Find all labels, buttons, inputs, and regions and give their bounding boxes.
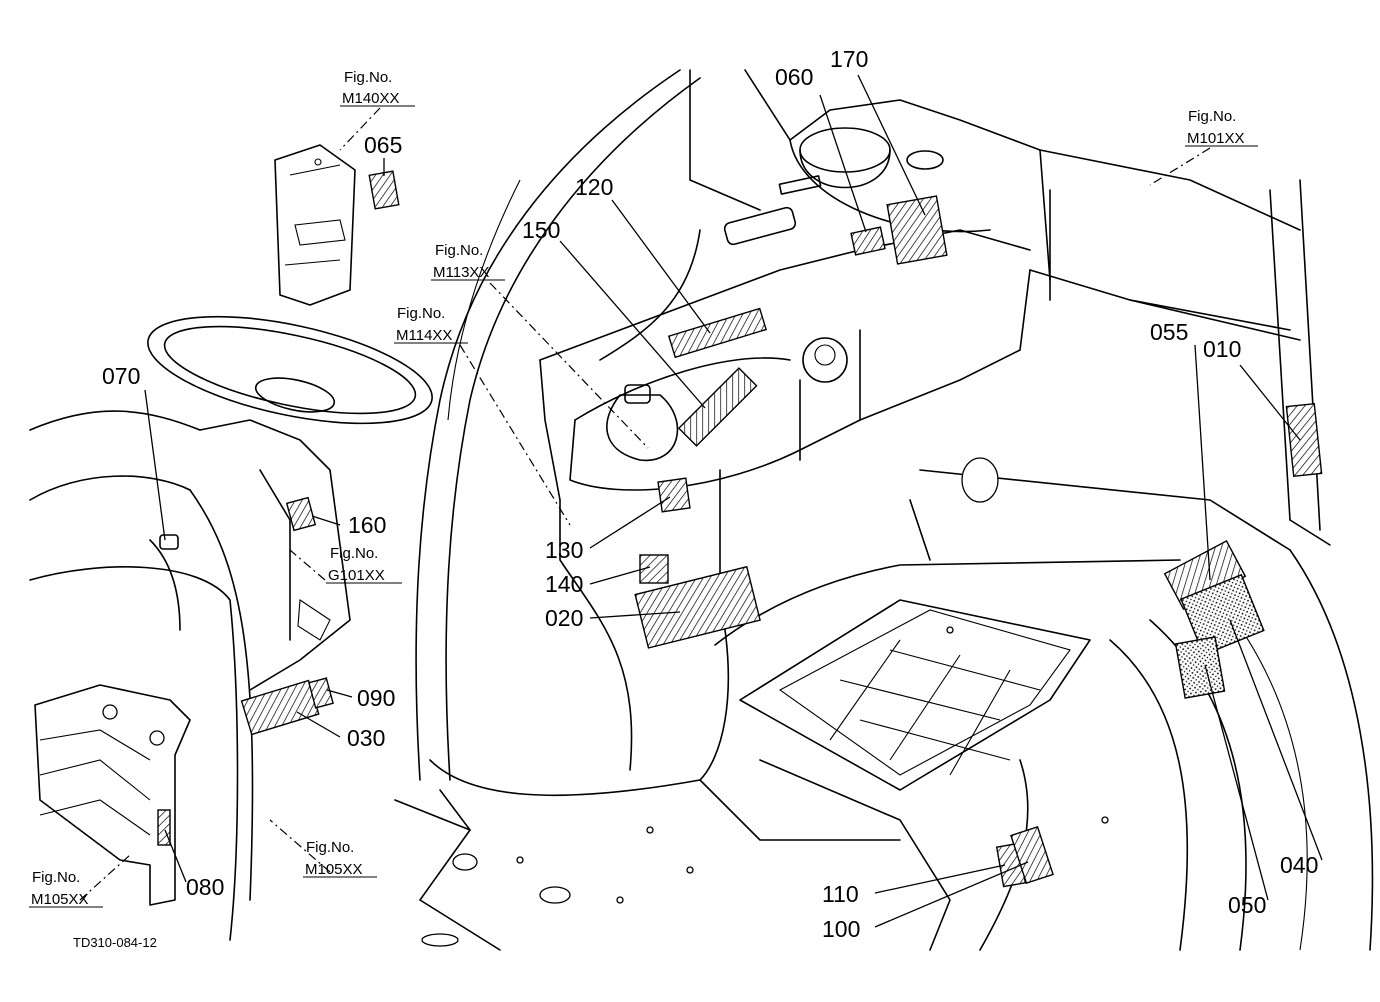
part-number-050: 050 [1228, 892, 1266, 918]
part-number-160: 160 [348, 512, 386, 538]
svg-text:Fig.No.: Fig.No. [32, 869, 80, 886]
decal-060 [850, 226, 886, 256]
part-number-110: 110 [822, 881, 859, 907]
part-number-040: 040 [1280, 852, 1318, 878]
svg-text:M114XX: M114XX [396, 327, 452, 344]
part-number-labels: 065 060 170 120 150 070 160 130 140 020 … [102, 46, 1318, 942]
steering-column-drawing [29, 315, 433, 941]
rear-cover-drawing [34, 684, 191, 906]
part-number-090: 090 [357, 685, 395, 711]
part-number-140: 140 [545, 571, 583, 597]
decal-050 [1174, 636, 1226, 699]
fig-ref-m101: Fig.No. M101XX [1185, 108, 1258, 147]
fig-ref-g101: Fig.No. G101XX [326, 545, 402, 584]
svg-text:Fig.No.: Fig.No. [1188, 108, 1236, 125]
part-number-060: 060 [775, 64, 813, 90]
cab-floor-drawing [394, 69, 1374, 951]
decal-170 [886, 195, 948, 265]
part-number-055: 055 [1150, 319, 1188, 345]
svg-text:M105XX: M105XX [31, 891, 89, 908]
svg-text:M113XX: M113XX [433, 264, 489, 281]
part-number-070: 070 [102, 363, 140, 389]
decals [240, 170, 1323, 888]
part-number-080: 080 [186, 874, 224, 900]
decal-100 [1010, 826, 1054, 884]
part-number-020: 020 [545, 605, 583, 631]
svg-text:Fig.No.: Fig.No. [397, 305, 445, 322]
svg-text:G101XX: G101XX [328, 567, 385, 584]
decal-065 [368, 170, 400, 210]
svg-text:M105XX: M105XX [305, 861, 363, 878]
svg-text:Fig.No.: Fig.No. [306, 839, 354, 856]
part-number-065: 065 [364, 132, 402, 158]
bracket-drawing-m140 [274, 144, 356, 306]
fig-ref-m140: Fig.No. M140XX [340, 69, 415, 107]
decal-040 [1180, 573, 1265, 656]
part-number-120: 120 [575, 174, 613, 200]
svg-text:M140XX: M140XX [342, 90, 400, 107]
fig-ref-m105-left: Fig.No. M105XX [29, 869, 103, 908]
fig-ref-m113: Fig.No. M113XX [431, 242, 505, 281]
fig-ref-m105-center: Fig.No. M105XX [303, 839, 377, 878]
part-number-130: 130 [545, 537, 583, 563]
decal-010 [1285, 402, 1323, 478]
decal-020 [634, 565, 761, 649]
part-number-100: 100 [822, 916, 860, 942]
svg-text:M101XX: M101XX [1187, 130, 1245, 147]
svg-text:Fig.No.: Fig.No. [435, 242, 483, 259]
decal-150 [677, 367, 758, 447]
svg-text:Fig.No.: Fig.No. [344, 69, 392, 86]
figure-reference-lines [79, 107, 1211, 901]
part-number-030: 030 [347, 725, 385, 751]
decal-160 [285, 496, 317, 532]
decal-130 [657, 477, 691, 513]
figure-references: Fig.No. M140XX Fig.No. M113XX Fig.No. M1… [29, 69, 1258, 908]
fig-ref-m114: Fig.No. M114XX [394, 305, 468, 344]
drawing-code: TD310-084-12 [73, 935, 157, 950]
part-number-170: 170 [830, 46, 868, 72]
part-number-010: 010 [1203, 336, 1241, 362]
part-number-150: 150 [522, 217, 560, 243]
leader-lines [144, 74, 1323, 928]
decal-120 [667, 307, 767, 359]
svg-text:Fig.No.: Fig.No. [330, 545, 378, 562]
